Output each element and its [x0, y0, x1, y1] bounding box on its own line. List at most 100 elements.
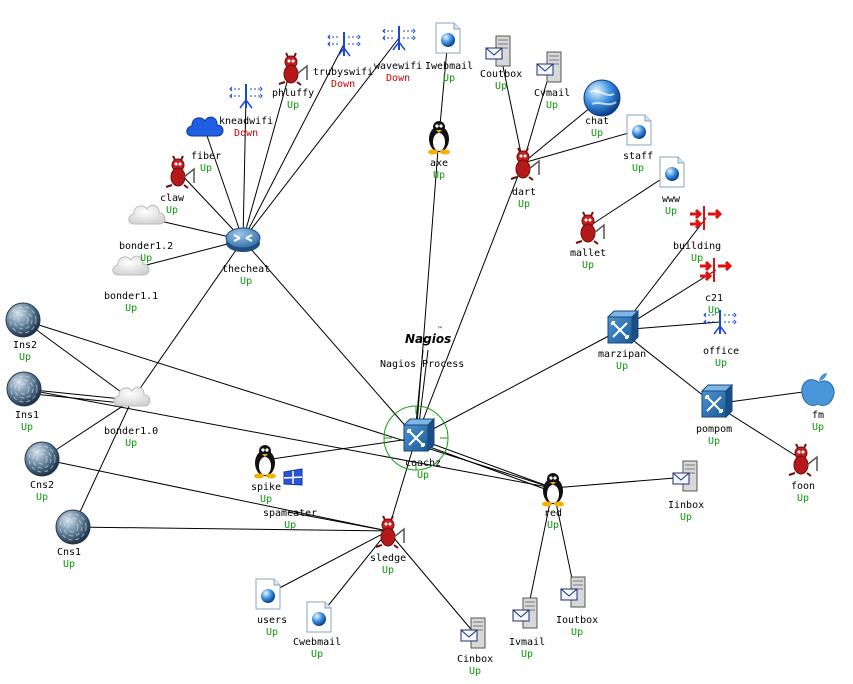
host-status: Up [691, 253, 703, 264]
host-status: Up [284, 520, 296, 531]
host-status: Up [433, 170, 445, 181]
host-status: Up [417, 470, 429, 481]
link-thecheat-fiber [204, 129, 244, 241]
host-status: Up [287, 100, 299, 111]
host-status: Up [582, 260, 594, 271]
linux-penguin-icon [254, 445, 276, 479]
host-label: kneadwifi [219, 116, 273, 127]
bsd-daemon-icon [510, 147, 540, 181]
host-bonder11[interactable]: bonder1.1Up [104, 255, 158, 314]
host-label: coachz [405, 458, 441, 469]
nagios-process[interactable]: Nagios ™ Nagios Process [380, 326, 464, 370]
link-coachz-dart [415, 162, 524, 439]
host-status: Up [521, 649, 533, 660]
swirl-sphere-icon [55, 509, 91, 545]
link-coachz-marzipan [415, 329, 621, 439]
host-label: Ivmail [509, 637, 545, 648]
host-status: Up [495, 81, 507, 92]
web-page-icon [435, 22, 461, 54]
host-status: Up [812, 422, 824, 433]
bsd-daemon-icon [165, 155, 195, 189]
cloud-icon [128, 204, 166, 225]
link-ins1-bonder10 [23, 388, 133, 401]
swirl-sphere-icon [24, 441, 60, 477]
host-label: Cns2 [30, 480, 54, 491]
swirl-sphere-icon [6, 371, 42, 407]
antenna-icon [327, 32, 361, 57]
host-bonder12[interactable]: bonder1.2Up [119, 204, 173, 264]
host-status: Up [63, 559, 75, 570]
host-status: Up [632, 163, 644, 174]
link-red-iinbox [552, 476, 688, 489]
host-status: Up [21, 422, 33, 433]
cloud-icon [113, 386, 151, 407]
link-thecheat-bonder10 [131, 239, 244, 401]
host-status: Up [546, 100, 558, 111]
host-label: bonder1.0 [104, 426, 158, 437]
antenna-icon [382, 26, 416, 51]
mail-server-icon [512, 597, 538, 629]
host-status: Up [166, 205, 178, 216]
host-bonder10[interactable]: bonder1.0Up [104, 386, 158, 449]
host-status: Up [382, 565, 394, 576]
coachz-highlight-ring [383, 405, 449, 471]
link-thecheat-trubyswifi [242, 43, 345, 241]
host-label: www [662, 194, 681, 205]
host-status: Up [665, 206, 677, 217]
link-dart-coutbox [499, 51, 524, 164]
host-status: Down [386, 73, 410, 84]
host-status: Up [200, 163, 212, 174]
mail-server-icon [672, 460, 698, 492]
link-dart-staff [522, 129, 640, 164]
host-label: sledge [370, 553, 406, 564]
host-label: trubyswifi [313, 67, 373, 78]
globe-icon [583, 79, 621, 117]
host-status: Up [266, 627, 278, 638]
blue-cloud-icon [186, 116, 224, 137]
host-label: staff [623, 151, 653, 162]
host-status: Up [571, 627, 583, 638]
linux-penguin-icon [428, 121, 450, 155]
host-status: Down [331, 79, 355, 90]
host-status: Up [36, 492, 48, 503]
host-label: bonder1.2 [119, 241, 173, 252]
